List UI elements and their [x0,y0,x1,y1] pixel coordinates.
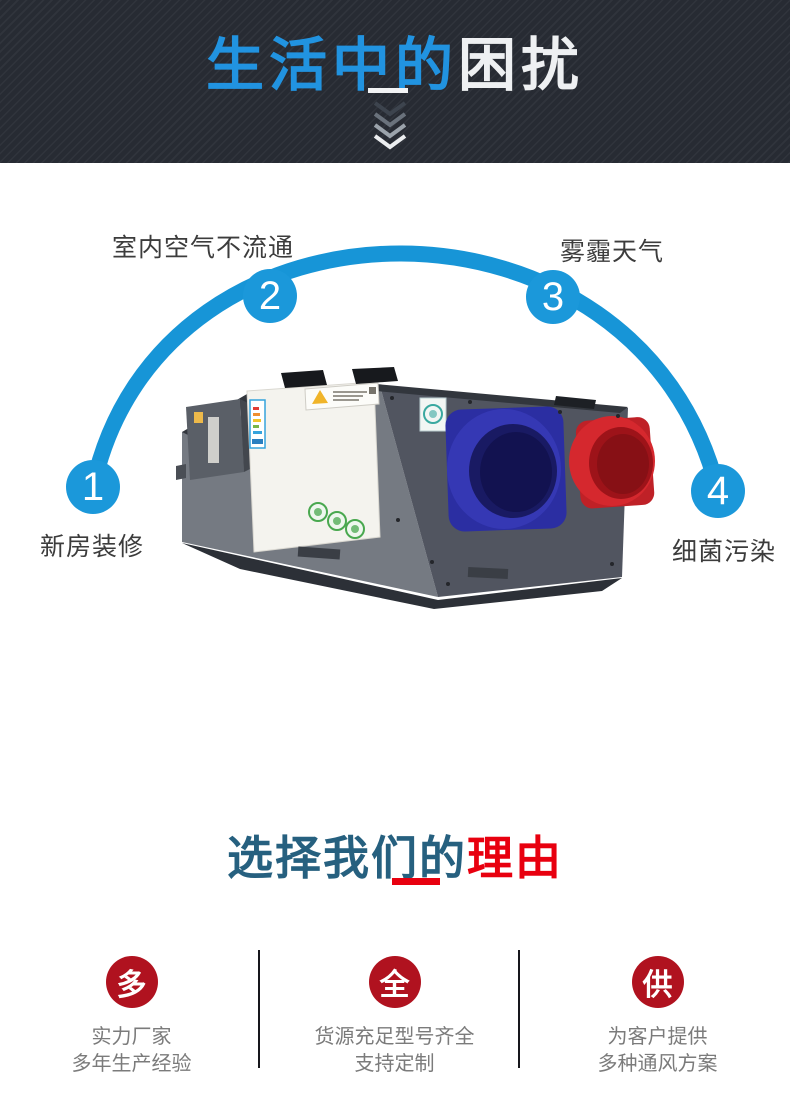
feature-complete-line1: 货源充足型号齐全 [314,1026,475,1048]
feature-supply-line2: 多种通风方案 [597,1053,718,1075]
callout-circle-3: 3 [526,270,580,324]
callout-circle-2: 2 [243,269,297,323]
callout-label-1: 新房装修 [40,533,145,561]
hero-banner: 生活中的困扰 [0,0,790,163]
blue-duct [445,406,567,532]
reasons-title-dark: 选择我们的 [227,832,467,884]
reasons-title-red: 理由 [467,832,563,884]
warning-label-sticker [304,382,380,411]
feature-many-line1: 实力厂家 [91,1026,172,1048]
certification-sticker [419,397,447,432]
feature-supply-line1: 为客户提供 [607,1026,708,1048]
product-image-ventilation-unit [176,367,655,609]
callout-arc [85,245,726,499]
reasons-title-underline [392,878,440,885]
unit-white-panel [246,381,381,553]
red-duct [569,416,655,509]
feature-complete: 全 货源充足型号齐全 支持定制 [263,945,526,1078]
hero-title-underline [368,88,408,93]
electrical-box [176,399,252,480]
hero-title-white: 困扰 [458,33,585,98]
badge-complete-icon: 全 [368,956,421,1008]
hero-title-blue: 生活中的 [205,33,458,98]
callout-circle-1: 1 [66,460,120,514]
callout-number-4: 4 [706,469,730,513]
feature-many: 多 实力厂家 多年生产经验 [0,945,263,1078]
badge-many-icon: 多 [105,956,158,1008]
feature-divider-left [258,950,260,1068]
feature-supply: 供 为客户提供 多种通风方案 [526,945,789,1078]
hero-title: 生活中的困扰 [0,18,790,102]
reasons-title: 选择我们的理由 [0,822,790,888]
feature-complete-line2: 支持定制 [354,1053,435,1075]
feature-divider-right [518,950,520,1068]
callout-label-3: 雾霾天气 [560,238,665,266]
screws [390,396,620,586]
eco-stickers [308,502,365,539]
callout-number-2: 2 [258,274,282,318]
callout-label-4: 细菌污染 [672,538,777,566]
mounting-clips [281,367,596,409]
triple-chevron-down-icon [373,101,407,150]
badge-supply-icon: 供 [631,956,684,1008]
energy-label-sticker [249,399,266,449]
feature-columns: 多 实力厂家 多年生产经验 全 货源充足型号齐全 支持定制 供 为客户提供 多种… [0,945,790,1078]
callout-number-1: 1 [81,465,105,509]
callout-circle-4: 4 [691,464,745,518]
unit-underside [182,543,622,609]
feature-many-line2: 多年生产经验 [71,1053,192,1075]
callout-number-3: 3 [541,275,565,319]
callout-label-2: 室内空气不流通 [112,234,295,262]
bottom-latches [297,546,509,580]
